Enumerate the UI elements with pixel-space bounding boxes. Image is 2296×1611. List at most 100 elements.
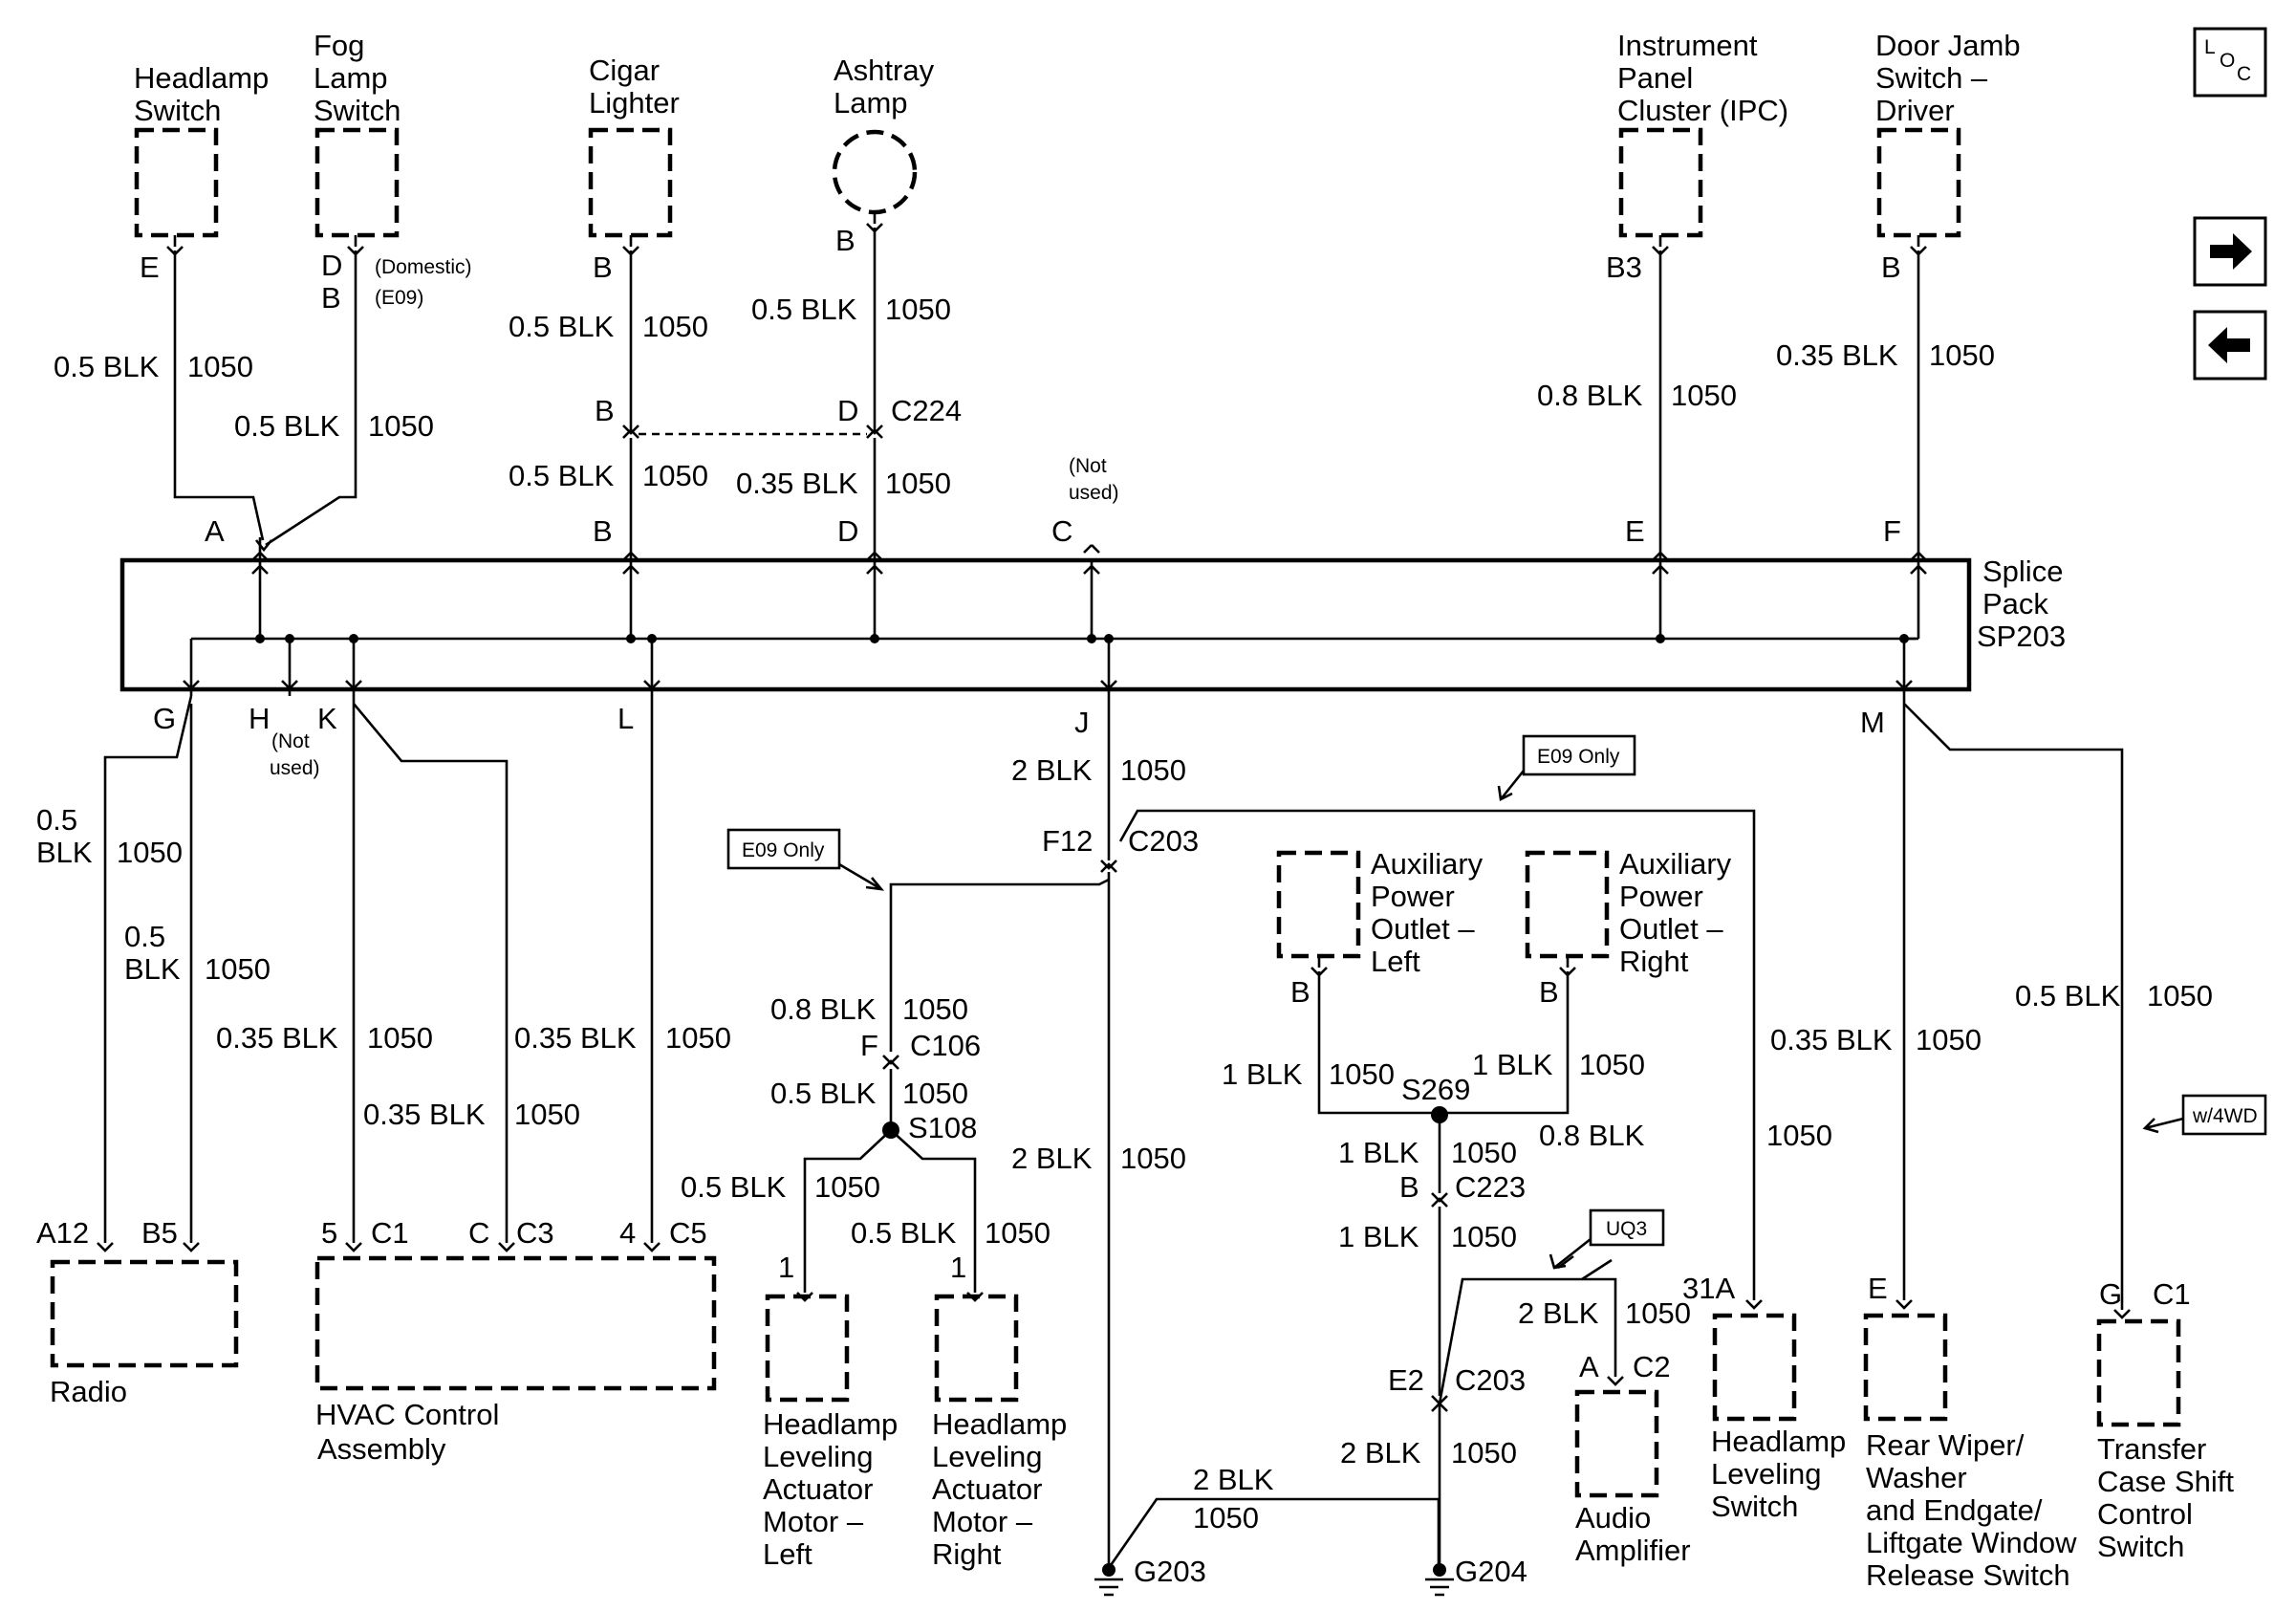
label-line: Splice bbox=[1982, 555, 2063, 588]
wire-gauge: 0.8 BLK bbox=[1539, 1119, 1645, 1152]
tag-box bbox=[2181, 1094, 2267, 1136]
label-line: HVAC Control bbox=[315, 1398, 499, 1431]
label-line: Washer bbox=[1866, 1461, 1967, 1494]
forward-button[interactable] bbox=[2193, 216, 2267, 287]
wire-gauge: 0.5 BLK bbox=[851, 1216, 957, 1250]
wire-circuit: 1050 bbox=[902, 992, 968, 1026]
pin-label: J bbox=[1074, 706, 1090, 739]
label-line: Outlet – bbox=[1619, 912, 1723, 946]
pin-label: C2 bbox=[1633, 1350, 1671, 1383]
wire-gauge: 2 BLK bbox=[1011, 753, 1093, 787]
label-line: Amplifier bbox=[1575, 1534, 1691, 1567]
label-line: Switch bbox=[1711, 1490, 1798, 1523]
ashtray-lamp: Ashtray Lamp bbox=[832, 54, 935, 215]
component-box bbox=[1525, 850, 1610, 959]
component-box bbox=[934, 1294, 1019, 1403]
pin-label: M bbox=[1860, 706, 1885, 739]
connector-id: C223 bbox=[1455, 1170, 1526, 1204]
wire-gauge: 2 BLK bbox=[1011, 1142, 1093, 1175]
wire-circuit: 1050 bbox=[1451, 1136, 1517, 1169]
pin-label: C bbox=[468, 1216, 489, 1250]
splice-pack-sp203: Splice Pack SP203 bbox=[119, 537, 2066, 696]
loc-button[interactable]: L O C bbox=[2193, 27, 2267, 98]
pin-label: K bbox=[317, 702, 337, 735]
wire-gauge: 2 BLK bbox=[1193, 1463, 1274, 1496]
component-box bbox=[314, 1255, 717, 1391]
wire-circuit: 1050 bbox=[205, 952, 271, 986]
pin-label: G bbox=[2099, 1277, 2122, 1311]
wire-circuit: 1050 bbox=[1625, 1296, 1691, 1330]
wire-gauge: BLK bbox=[124, 952, 181, 986]
wire-gauge: 0.35 BLK bbox=[216, 1021, 338, 1055]
pin-note: used) bbox=[1069, 482, 1119, 504]
w4wd-tag: w/4WD bbox=[2142, 1094, 2267, 1136]
label-line: Fog bbox=[314, 29, 364, 62]
label-line: Transfer bbox=[2097, 1432, 2206, 1466]
wire-circuit: 1050 bbox=[1120, 1142, 1186, 1175]
label-line: and Endgate/ bbox=[1866, 1493, 2043, 1527]
wire-gauge: 0.35 BLK bbox=[736, 467, 858, 500]
wire-gauge: 0.5 BLK bbox=[234, 409, 340, 443]
fog-lamp-switch: Fog Lamp Switch bbox=[314, 29, 401, 238]
label-line: Actuator bbox=[763, 1472, 873, 1506]
back-button[interactable] bbox=[2193, 310, 2267, 381]
pin-note: (E09) bbox=[375, 287, 423, 309]
pin-label: C1 bbox=[2153, 1277, 2191, 1311]
back-arrow-icon bbox=[2208, 327, 2250, 363]
hvac-control-assembly: HVAC Control Assembly bbox=[314, 1255, 717, 1466]
wire-circuit: 1050 bbox=[885, 467, 951, 500]
pin-label: F bbox=[1883, 514, 1901, 548]
loc-letter: O bbox=[2220, 50, 2235, 72]
pin-label: E2 bbox=[1388, 1363, 1424, 1397]
rear-wiper-washer-switch: Rear Wiper/ Washer and Endgate/ Liftgate… bbox=[1863, 1313, 2077, 1592]
pin-label: C3 bbox=[516, 1216, 554, 1250]
label-line: Headlamp bbox=[134, 61, 269, 95]
wire-circuit: 1050 bbox=[514, 1098, 580, 1131]
label-line: Driver bbox=[1875, 94, 1955, 127]
pin-label: C bbox=[1051, 514, 1072, 548]
door-jamb-switch: Door Jamb Switch – Driver bbox=[1875, 29, 2021, 238]
pin-label: E bbox=[1868, 1272, 1888, 1305]
label-line: Auxiliary bbox=[1619, 847, 1732, 881]
connector-id: C203 bbox=[1128, 824, 1199, 858]
label-line: Switch bbox=[2097, 1530, 2184, 1563]
label-line: Control bbox=[2097, 1497, 2193, 1531]
pin-label: B bbox=[1539, 975, 1559, 1009]
splice-id: S108 bbox=[908, 1111, 977, 1144]
wire-gauge: 1 BLK bbox=[1338, 1220, 1419, 1253]
top-wires bbox=[166, 212, 1927, 553]
pin-label: G bbox=[153, 702, 176, 735]
lamp-circle bbox=[832, 129, 918, 215]
pin-label: D bbox=[321, 249, 342, 282]
ground-id: G204 bbox=[1455, 1555, 1527, 1588]
label-line: Lamp bbox=[834, 86, 908, 120]
auxiliary-power-outlet-left: Auxiliary Power Outlet – Left bbox=[1276, 847, 1484, 978]
pin-label: H bbox=[249, 702, 270, 735]
loc-button-frame[interactable] bbox=[2193, 27, 2267, 98]
label-line: Leveling bbox=[932, 1440, 1042, 1473]
pin-label: A12 bbox=[36, 1216, 89, 1250]
pin-label: F12 bbox=[1042, 824, 1093, 858]
component-box bbox=[314, 127, 400, 238]
wire-gauge: 0.5 BLK bbox=[54, 350, 160, 383]
right-wires bbox=[1895, 696, 2131, 1319]
pin-note: (Not bbox=[1069, 455, 1107, 477]
e09-only-tag-left: E09 Only bbox=[726, 828, 885, 891]
component-box bbox=[1863, 1313, 1948, 1422]
transfer-case-shift-control-switch: Transfer Case Shift Control Switch bbox=[2096, 1318, 2234, 1563]
wire-circuit: 1050 bbox=[1929, 338, 1995, 372]
tag-text: UQ3 bbox=[1606, 1218, 1647, 1240]
pin-label: B bbox=[593, 514, 613, 548]
label-line: Instrument bbox=[1617, 29, 1758, 62]
label-line: Actuator bbox=[932, 1472, 1042, 1506]
wire-circuit: 1050 bbox=[1451, 1220, 1517, 1253]
label-line: Right bbox=[1619, 945, 1689, 978]
label-line: Ashtray bbox=[834, 54, 935, 87]
wire-gauge: 0.35 BLK bbox=[514, 1021, 637, 1055]
cigar-lighter: Cigar Lighter bbox=[588, 54, 680, 238]
label-line: Cigar bbox=[589, 54, 660, 87]
label-line: Headlamp bbox=[932, 1407, 1067, 1441]
tag-text: E09 Only bbox=[1537, 746, 1620, 768]
wire-circuit: 1050 bbox=[2147, 979, 2213, 1012]
